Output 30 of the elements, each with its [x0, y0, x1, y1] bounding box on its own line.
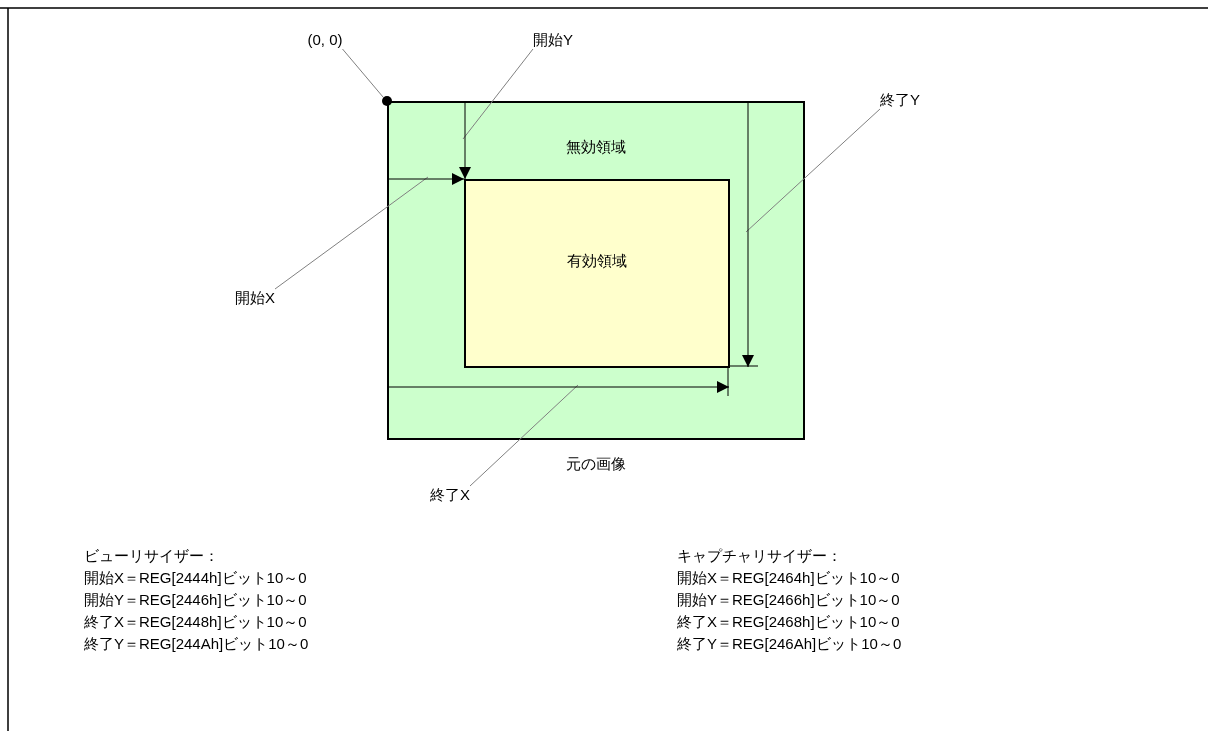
group-heading: ビューリサイザー：	[84, 547, 219, 565]
register-note: 終了Y＝REG[246Ah]ビット10～0	[677, 635, 902, 653]
area-label: 無効領域	[566, 138, 626, 156]
register-note: 終了Y＝REG[244Ah]ビット10～0	[84, 635, 309, 653]
node-label: 元の画像	[566, 455, 626, 473]
leader-line	[462, 48, 534, 140]
register-note: 開始X＝REG[2444h]ビット10～0	[84, 569, 307, 587]
area-label: 有効領域	[567, 252, 627, 270]
callout-label: 開始X	[235, 289, 275, 307]
leader-line	[342, 48, 384, 98]
leader-line	[469, 384, 579, 487]
image-area-box	[387, 101, 805, 440]
origin-dot	[382, 96, 392, 106]
arrow	[387, 381, 730, 393]
active-area-box	[464, 179, 730, 368]
arrow	[742, 101, 754, 368]
group-heading: キャプチャリサイザー：	[677, 547, 842, 565]
register-note: 終了X＝REG[2448h]ビット10～0	[84, 613, 307, 631]
arrow	[387, 173, 465, 185]
register-note: 開始Y＝REG[2466h]ビット10～0	[677, 591, 900, 609]
callout-label: 開始Y	[533, 31, 573, 49]
register-note: 開始Y＝REG[2446h]ビット10～0	[84, 591, 307, 609]
callout-label: (0, 0)	[307, 31, 343, 49]
register-note: 開始X＝REG[2464h]ビット10～0	[677, 569, 900, 587]
leader-line	[274, 176, 429, 290]
register-note: 終了X＝REG[2468h]ビット10～0	[677, 613, 900, 631]
leader-line	[745, 108, 881, 233]
callout-label: 終了Y	[880, 91, 920, 109]
arrow	[459, 101, 471, 180]
callout-label: 終了X	[430, 486, 470, 504]
